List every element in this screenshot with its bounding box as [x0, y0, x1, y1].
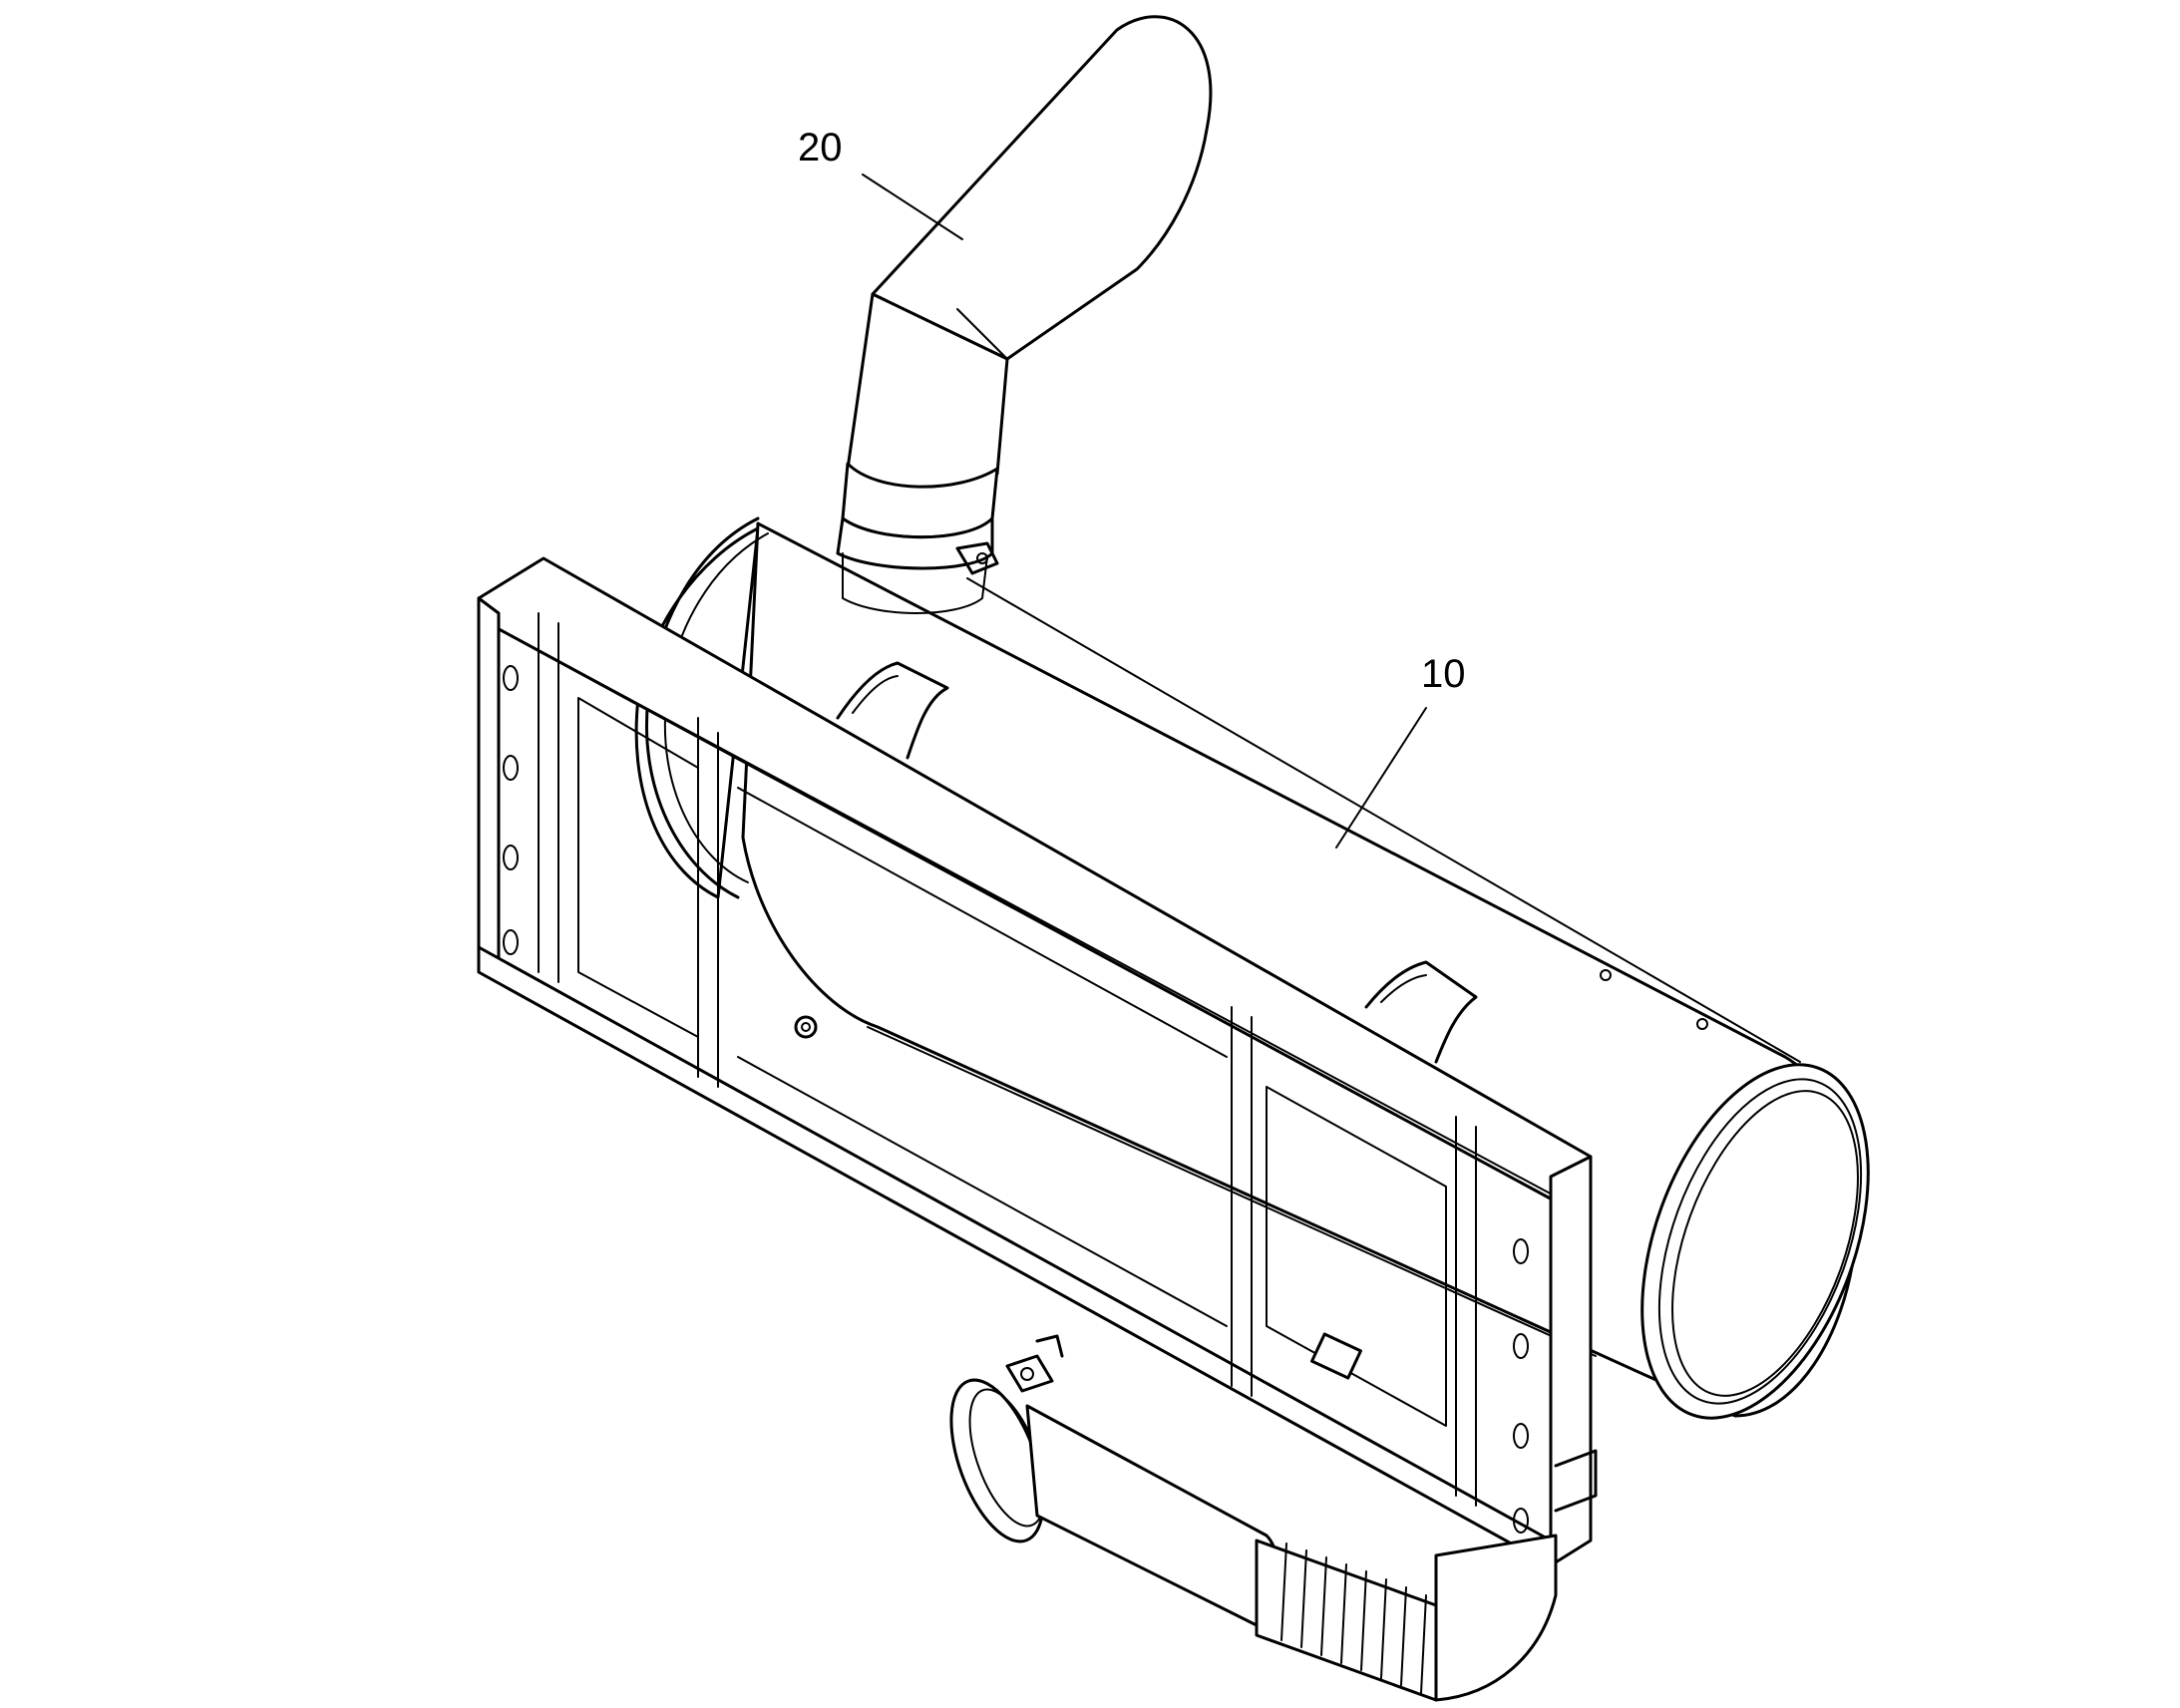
leader-line-20: [862, 173, 963, 240]
end-clamp: [1554, 1449, 1598, 1513]
mounting-saddle-left: [836, 661, 949, 760]
mounting-frame: [477, 556, 1593, 1567]
callout-10: 10: [1421, 652, 1466, 696]
leader-line-10: [1335, 707, 1427, 849]
mounting-saddle-right: [1364, 960, 1478, 1064]
exhaust-stack: [836, 15, 1213, 614]
inlet-flex-pipe: [949, 1334, 1558, 1702]
callout-20: 20: [798, 126, 843, 170]
